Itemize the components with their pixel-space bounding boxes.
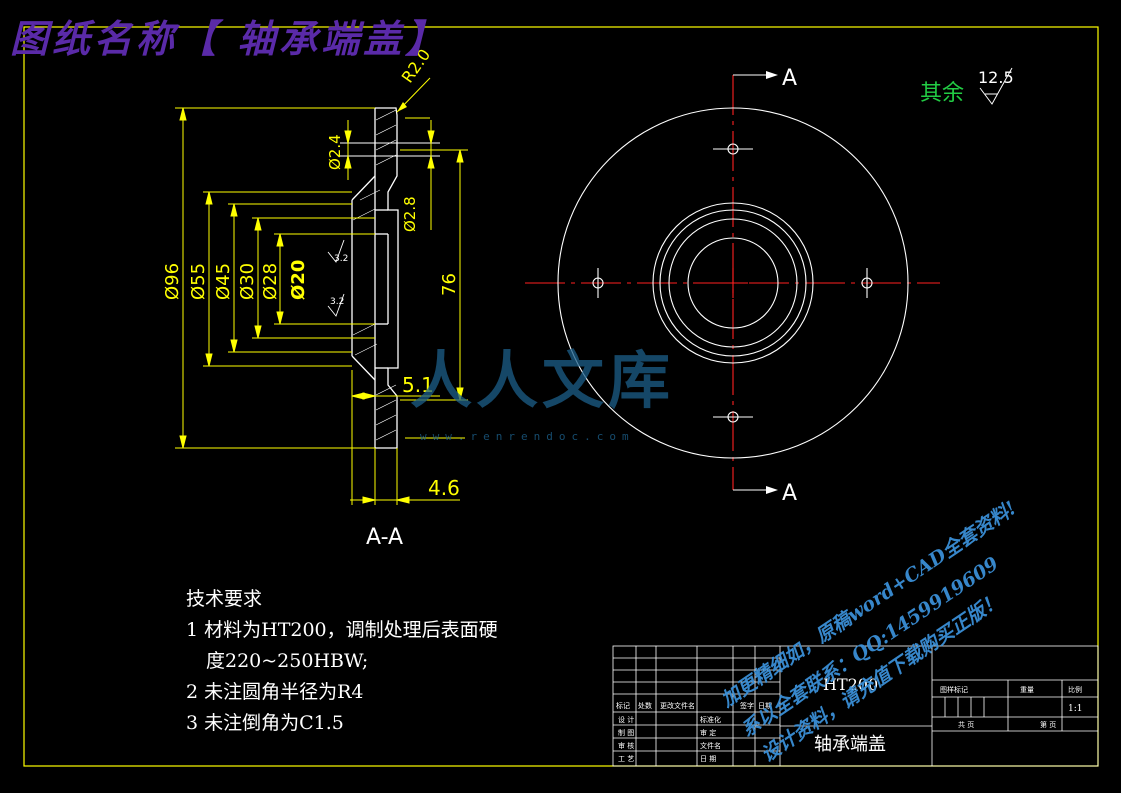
col-header-2: 更改文件名 — [660, 701, 695, 710]
cut-label-top: A — [782, 66, 797, 91]
drawing-title-banner: 图纸名称【 轴承端盖】 — [10, 16, 448, 61]
cut-label-bottom: A — [782, 481, 797, 506]
section-view: Ø96 Ø55 Ø45 Ø30 Ø28 Ø20 Ø2.4 Ø2.8 76 R2.… — [162, 45, 468, 550]
row-mid-2: 文件名 — [700, 741, 721, 750]
dim-d2-4: Ø2.4 — [326, 134, 344, 170]
watermark-logo: 人人文库 — [410, 344, 675, 417]
row-left-3: 工 艺 — [618, 755, 634, 763]
row-left-1: 制 图 — [618, 728, 634, 737]
sheet-total: 共 页 — [958, 720, 974, 729]
row-left-0: 设 计 — [618, 715, 634, 724]
title-scale: 1:1 — [1068, 704, 1082, 714]
dim-d96: Ø96 — [162, 263, 183, 300]
roughness-3-2-b: 3.2 — [330, 297, 344, 307]
dim-d28: Ø28 — [260, 263, 281, 300]
tech-line-1: 1 材料为HT200，调制处理后表面硬 — [186, 619, 498, 641]
tech-line-1b: 度220~250HBW; — [206, 650, 369, 672]
dim-4-6: 4.6 — [428, 476, 460, 500]
watermark-url: www.renrendoc.com — [420, 430, 635, 443]
dim-d30: Ø30 — [237, 263, 258, 300]
rest-roughness-label: 其余 — [920, 81, 964, 106]
title-block — [612, 645, 1099, 767]
dim-d2-8: Ø2.8 — [401, 196, 419, 232]
col-header-0: 标记 — [616, 701, 630, 710]
col-header-1: 处数 — [638, 701, 652, 710]
tech-line-3: 3 未注倒角为C1.5 — [186, 712, 344, 734]
title-part-name: 轴承端盖 — [814, 734, 886, 755]
dim-d20: Ø20 — [288, 260, 309, 300]
front-view: A A 其余 12.5 — [525, 66, 1014, 506]
row-left-2: 审 核 — [618, 741, 634, 750]
dim-d45: Ø45 — [213, 263, 234, 300]
section-outline-upper — [375, 107, 399, 449]
section-label: A-A — [366, 525, 403, 550]
dim-d55: Ø55 — [188, 263, 209, 300]
sheet-no: 第 页 — [1040, 720, 1056, 729]
right-header-2: 比例 — [1068, 685, 1082, 694]
tech-heading: 技术要求 — [186, 588, 263, 610]
col-header-3: 签字 — [740, 701, 754, 710]
col-header-4: 日期 — [758, 702, 772, 710]
rest-roughness-value: 12.5 — [978, 68, 1014, 87]
dim-76: 76 — [439, 273, 460, 296]
right-header-0: 图样标记 — [940, 685, 968, 694]
dim-5-1: 5.1 — [402, 373, 434, 397]
row-mid-1: 审 定 — [700, 728, 716, 737]
title-material: HT200 — [823, 675, 878, 694]
right-header-1: 重量 — [1020, 686, 1034, 694]
drawing-frame — [23, 26, 1099, 767]
tech-line-2: 2 未注圆角半径为R4 — [186, 681, 364, 703]
row-mid-3: 日 期 — [700, 755, 716, 763]
roughness-3-2-a: 3.2 — [334, 254, 348, 264]
tech-requirements: 技术要求 1 材料为HT200，调制处理后表面硬 度220~250HBW; 2 … — [186, 584, 498, 739]
row-mid-0: 标准化 — [700, 715, 721, 724]
